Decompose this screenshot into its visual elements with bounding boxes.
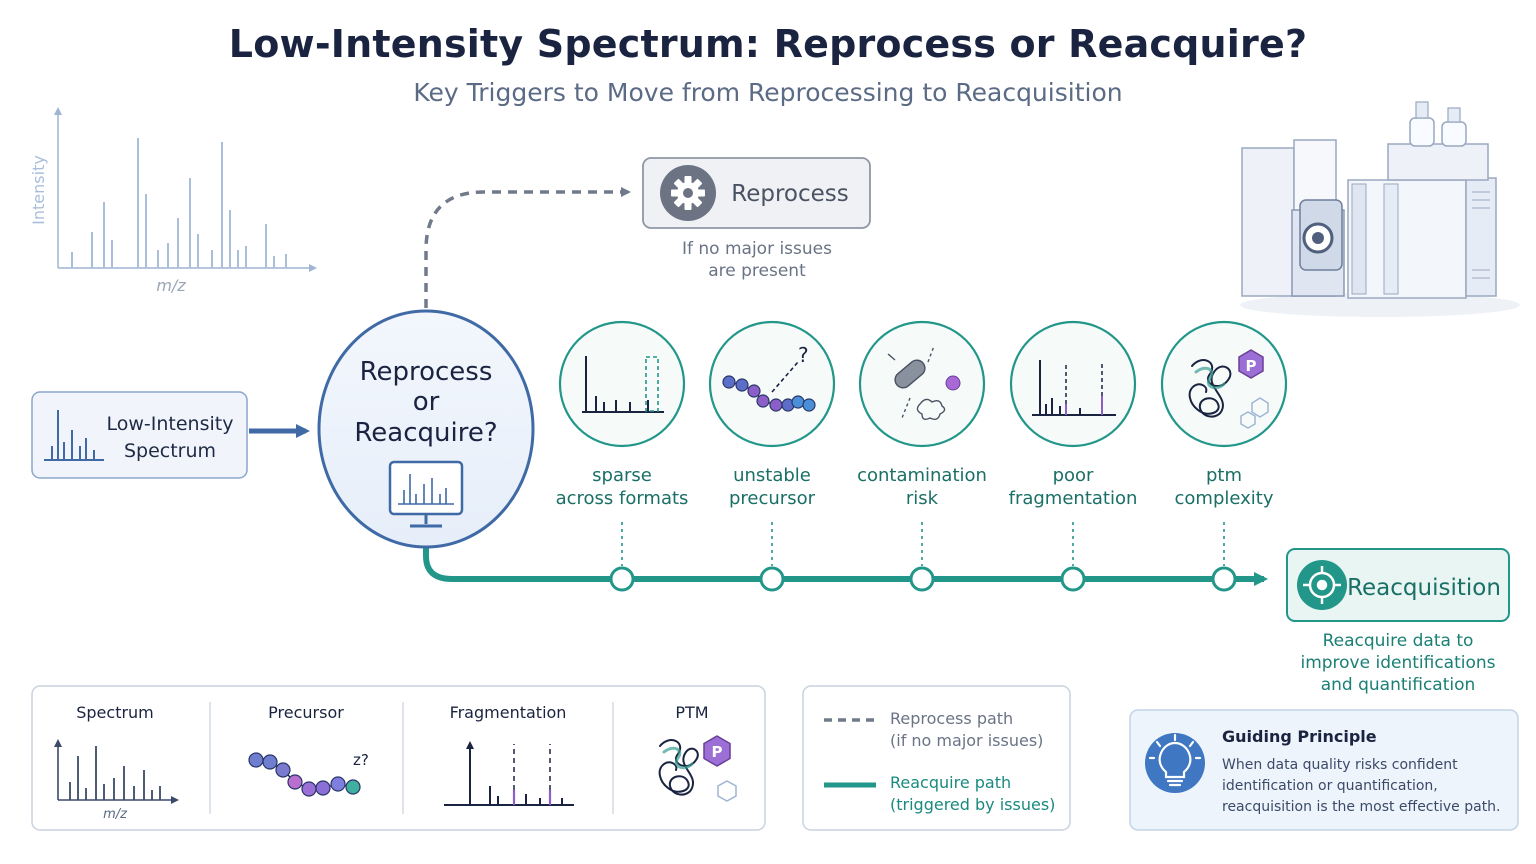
decision-label-line2: or [413,387,440,417]
reacquisition-caption-line2: improve identifications [1300,653,1495,673]
trigger-unstable-line1: unstable [733,465,811,486]
background-spectrum-ylabel: Intensity [29,155,48,225]
background-spectrum-icon: Intensity m/z [29,107,317,295]
reprocess-dashed-path [424,187,631,308]
legend-reprocess-line1: Reprocess path [890,709,1013,728]
legend-fragmentation-icon [444,741,574,806]
mini-spectrum-icon [44,410,104,461]
unstable-precursor-icon: ? [722,343,816,412]
legend-ptm-badge-text: P [712,743,723,761]
legend-reacquire-line1: Reacquire path [890,773,1011,792]
fragmentation-icon [1032,360,1116,416]
legend-fragmentation-title: Fragmentation [450,703,567,722]
decision-node: Reprocess or Reacquire? [317,309,535,549]
principle-line3: reacquisition is the most effective path… [1222,799,1501,815]
reacquisition-node: Reacquisition [1286,548,1510,622]
legend-precursor-charge: z? [353,751,369,769]
legend-spectrum-xlabel: m/z [103,807,128,822]
icon-legend-panel: Spectrum m/z Precursor [31,685,766,831]
legend-spectrum-title: Spectrum [76,703,154,722]
trigger-contamination-line2: risk [906,488,939,509]
reacquisition-caption-line1: Reacquire data to [1323,631,1474,651]
legend-ptm-title: PTM [675,703,708,722]
reacquisition-label: Reacquisition [1347,575,1501,601]
legend-precursor-title: Precursor [268,703,344,722]
ptm-protein-icon: P [1188,349,1269,429]
trigger-ptm-line2: complexity [1175,488,1274,509]
page-subtitle: Key Triggers to Move from Reprocessing t… [413,78,1123,107]
page-title: Low-Intensity Spectrum: Reprocess or Rea… [228,22,1308,66]
guiding-principle-panel: Guiding Principle When data quality risk… [1129,709,1519,831]
monitor-icon [388,460,464,528]
trigger-fragmentation-node [1060,566,1086,592]
reacquisition-caption-line3: and quantification [1321,675,1476,695]
trigger-fragmentation-line1: poor [1053,465,1094,486]
trigger-sparse-line1: sparse [592,465,652,486]
legend-reacquire-line2: (triggered by issues) [890,795,1055,814]
legend-reprocess-line2: (if no major issues) [890,731,1043,750]
trigger-sparse-node [609,566,635,592]
legend-precursor-icon: z? [248,751,369,797]
target-icon [1303,566,1341,604]
trigger-contamination: contamination risk [857,320,987,592]
legend-spectrum-icon: m/z [54,739,179,822]
trigger-contamination-node [909,566,935,592]
decision-label-line3: Reacquire? [354,418,497,448]
trigger-sparse: sparse across formats [556,320,689,592]
sparse-spectrum-icon [582,356,664,413]
path-legend-panel: Reprocess path (if no major issues) Reac… [802,685,1071,831]
reprocess-label: Reprocess [731,181,848,207]
principle-title: Guiding Principle [1222,727,1377,746]
trigger-fragmentation-line2: fragmentation [1009,488,1138,509]
trigger-contamination-line1: contamination [857,465,987,486]
lightbulb-icon [1148,733,1202,787]
principle-line2: identification or quantification, [1222,778,1438,794]
reacquire-solid-path [423,545,1268,586]
gear-icon [671,176,705,210]
reprocess-caption-line2: are present [708,261,806,281]
trigger-unstable-precursor: ? unstable precursor [708,320,836,592]
trigger-ptm-node [1211,566,1237,592]
principle-line1: When data quality risks confident [1222,757,1458,773]
trigger-ptm-complexity: P ptm complexity [1160,320,1288,592]
trigger-poor-fragmentation: poor fragmentation [1009,320,1138,592]
contamination-icon [887,345,961,421]
legend-ptm-icon: P [658,735,737,802]
ptm-trigger-badge-text: P [1246,357,1257,375]
trigger-unstable-line2: precursor [729,488,816,509]
reprocess-caption-line1: If no major issues [682,239,832,259]
svg-text:?: ? [798,343,809,367]
trigger-sparse-line2: across formats [556,488,689,509]
decision-label-line1: Reprocess [360,357,493,387]
trigger-ptm-line1: ptm [1206,465,1242,486]
input-box-label-line2: Spectrum [124,440,216,462]
mass-spectrometer-icon [1240,101,1520,317]
input-box-label-line1: Low-Intensity [107,413,234,435]
trigger-unstable-node [759,566,785,592]
input-low-intensity-spectrum-box: Low-Intensity Spectrum [31,391,248,479]
reprocess-node: Reprocess [642,157,871,229]
background-spectrum-xlabel: m/z [156,276,186,295]
